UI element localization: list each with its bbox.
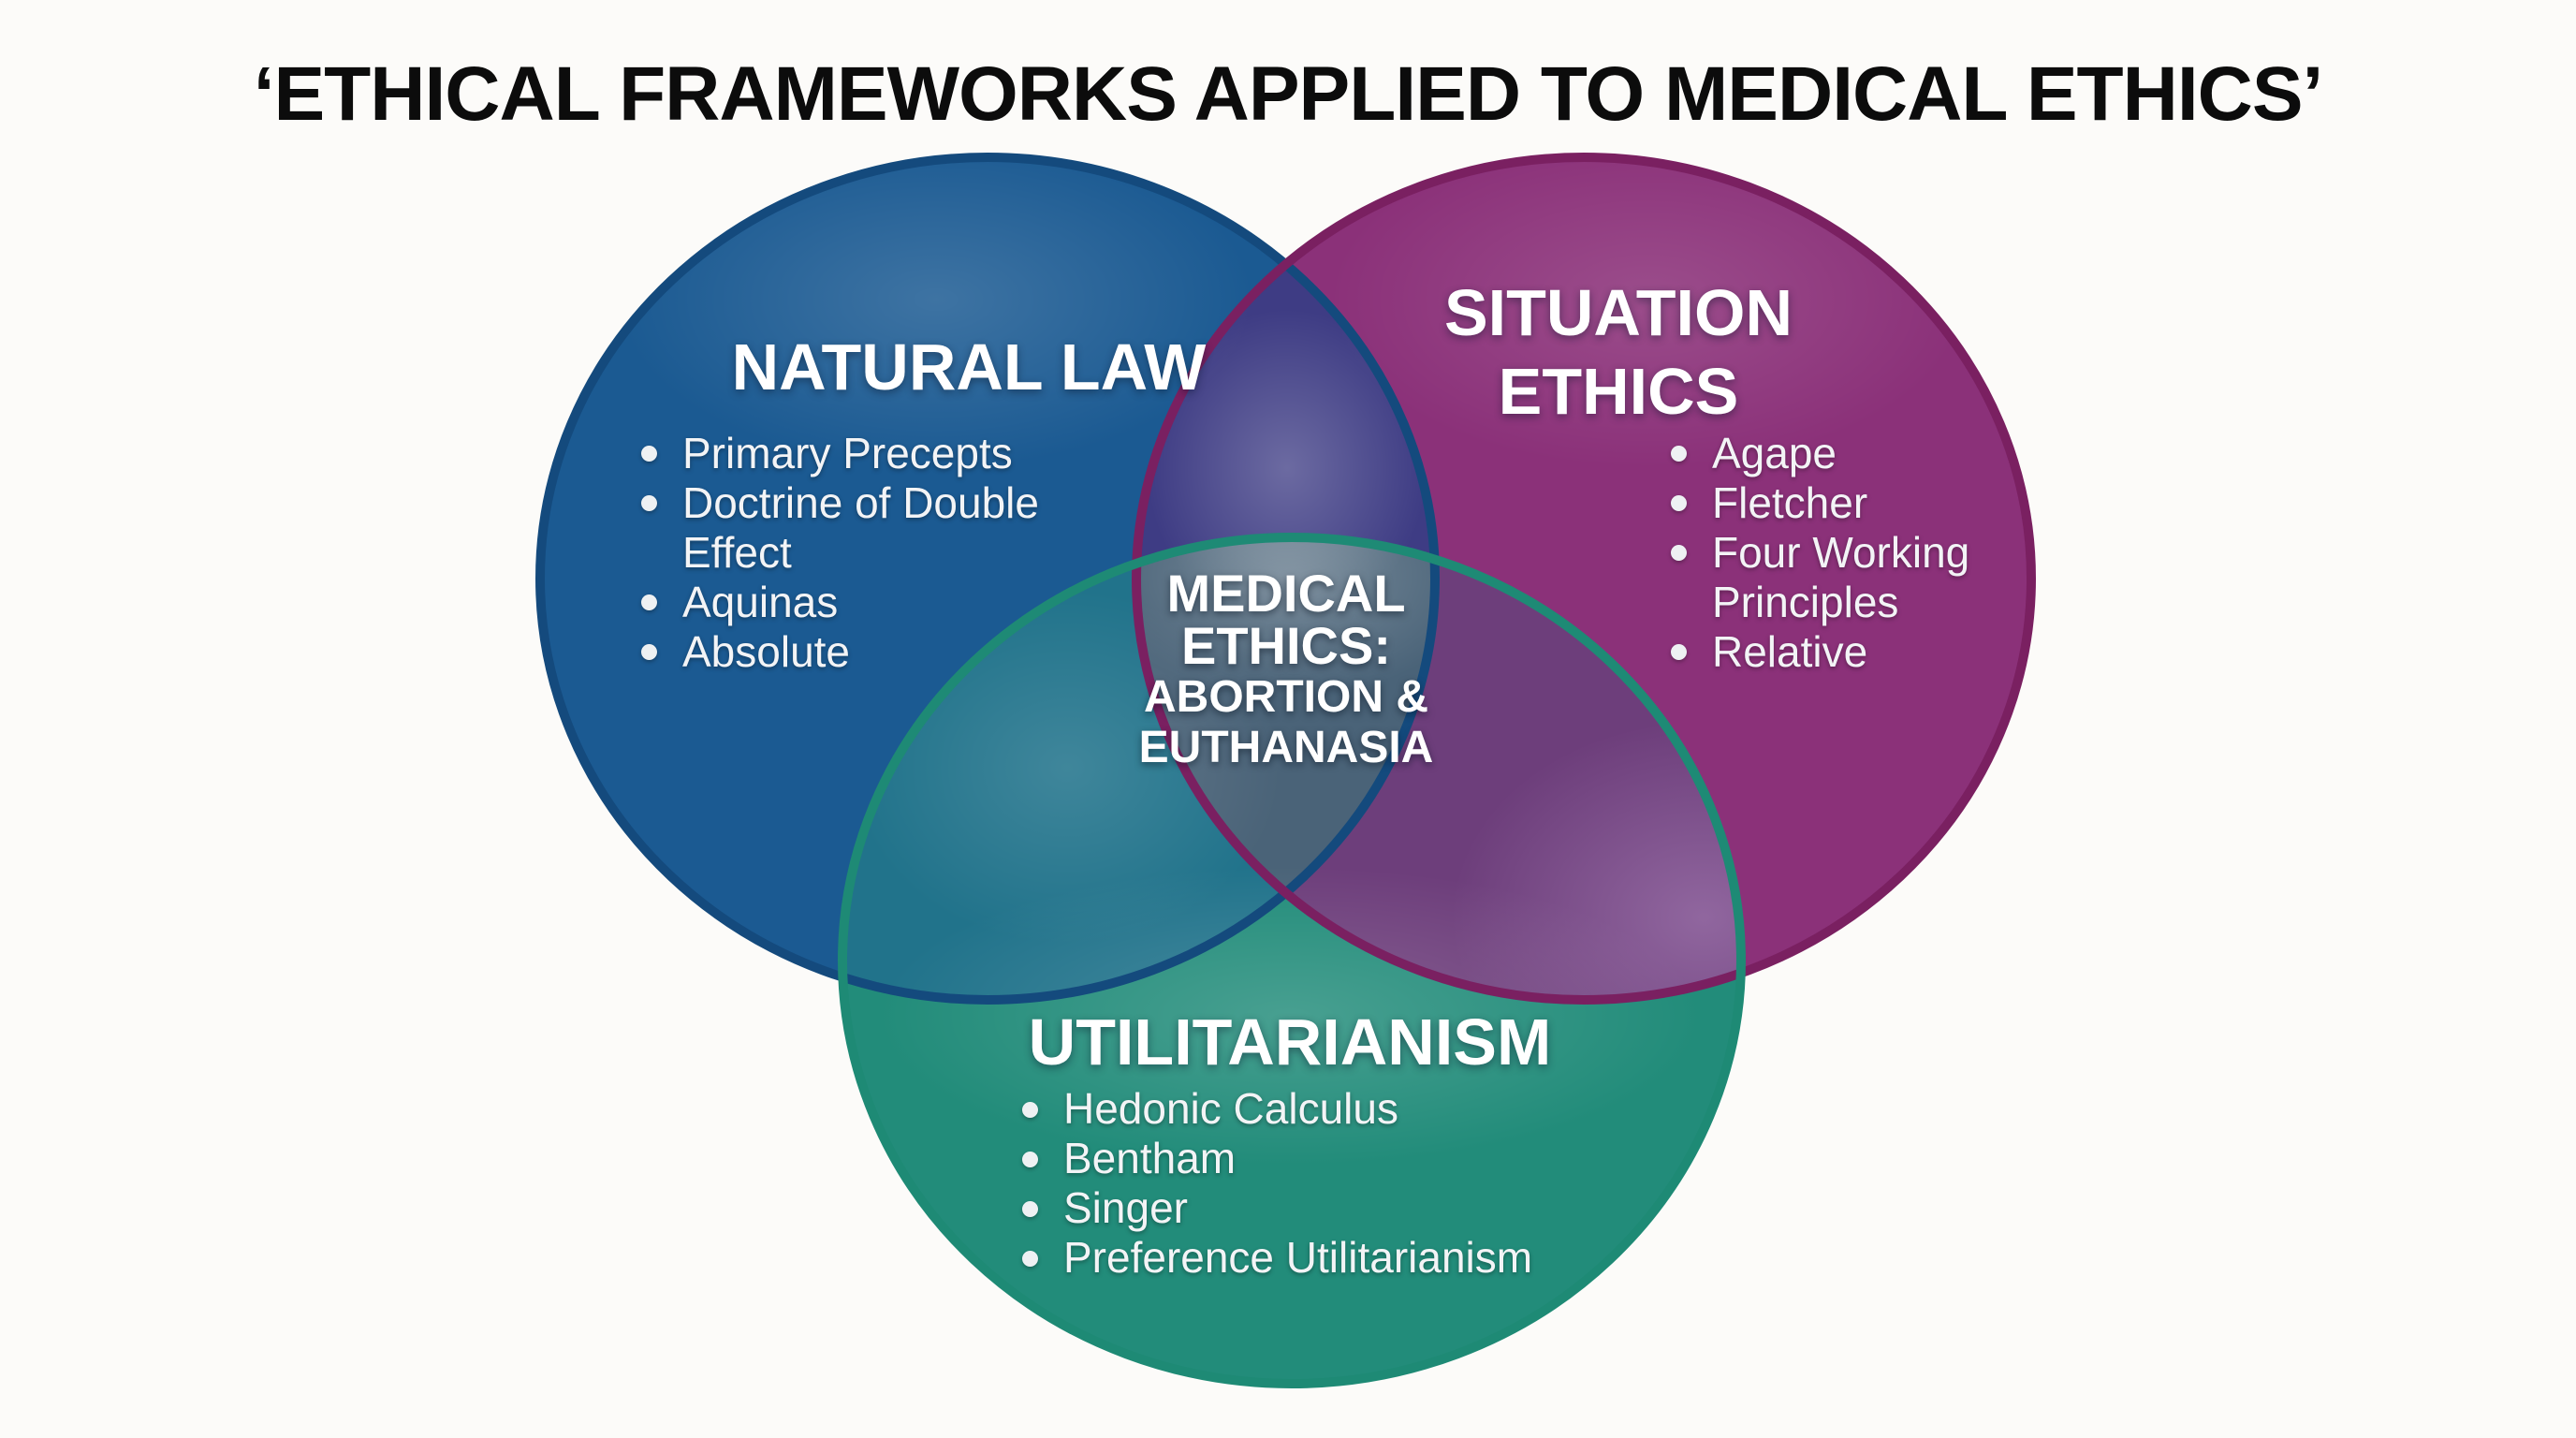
utilitarianism-list: Hedonic Calculus Bentham Singer Preferen… <box>1011 1084 1591 1283</box>
list-item-label: Singer <box>1063 1183 1188 1232</box>
list-item-label: Primary Precepts <box>682 429 1013 477</box>
list-item-label: Hedonic Calculus <box>1063 1084 1398 1133</box>
list-item-label: Aquinas <box>682 578 839 626</box>
list-item-label: Agape <box>1712 429 1837 477</box>
bullet-dot <box>1671 446 1687 462</box>
bullet-dot <box>641 594 657 610</box>
bullet-dot <box>641 495 657 511</box>
bullet-dot <box>1671 644 1687 660</box>
list-item: Relative <box>1660 627 2021 677</box>
natural-law-border <box>535 153 1440 1005</box>
utilitarianism-border <box>838 533 1746 1388</box>
bullet-dot <box>1671 545 1687 561</box>
glow-natural <box>618 157 1254 468</box>
center-label-line: EUTHANASIA <box>1138 723 1434 772</box>
list-item-label: Relative <box>1712 627 1868 676</box>
list-item: Doctrine of Double Effect <box>630 478 1076 578</box>
situation-ethics-list: Agape Fletcher Four Working Principles R… <box>1660 429 2021 677</box>
list-item: Agape <box>1660 429 2021 478</box>
glow-situation-utilitarian <box>1451 721 1741 1000</box>
list-item: Fletcher <box>1660 478 2021 528</box>
situation-ethics-heading: SITUATION ETHICS <box>1443 276 1793 428</box>
list-item: Primary Precepts <box>630 429 1076 478</box>
list-item: Four Working Principles <box>1660 528 2021 627</box>
bullet-dot <box>1022 1201 1038 1217</box>
utilitarianism-heading: UTILITARIANISM <box>1028 1005 1552 1078</box>
list-item-label: Four Working Principles <box>1712 528 1970 626</box>
list-item-label: Absolute <box>682 627 851 676</box>
list-item: Hedonic Calculus <box>1011 1084 1591 1134</box>
list-item: Bentham <box>1011 1134 1591 1183</box>
list-item-label: Preference Utilitarianism <box>1063 1233 1533 1282</box>
center-label-line: ABORTION & <box>1144 672 1428 722</box>
list-item-label: Fletcher <box>1712 478 1868 527</box>
center-label: MEDICAL ETHICS: ABORTION & EUTHANASIA <box>1090 567 1483 773</box>
glow-center <box>1136 537 1435 697</box>
natural-law-list: Primary Precepts Doctrine of Double Effe… <box>630 429 1076 677</box>
bullet-dot <box>641 446 657 462</box>
situation-ethics-border <box>1132 153 2036 1005</box>
center-label-line: ETHICS: <box>1181 616 1391 675</box>
natural-law-heading: NATURAL LAW <box>731 330 1207 404</box>
list-item: Singer <box>1011 1183 1591 1233</box>
page-title: ‘ETHICAL FRAMEWORKS APPLIED TO MEDICAL E… <box>253 51 2324 137</box>
list-item: Aquinas <box>630 578 1076 627</box>
list-item-label: Bentham <box>1063 1134 1237 1182</box>
list-item: Absolute <box>630 627 1076 677</box>
bullet-dot <box>1022 1152 1038 1167</box>
bullet-dot <box>1671 495 1687 511</box>
bullet-dot <box>1022 1102 1038 1118</box>
list-item: Preference Utilitarianism <box>1011 1233 1591 1283</box>
list-item-label: Doctrine of Double Effect <box>682 478 1039 577</box>
bullet-dot <box>1022 1251 1038 1267</box>
center-label-line: MEDICAL <box>1166 564 1406 623</box>
bullet-dot <box>641 644 657 660</box>
